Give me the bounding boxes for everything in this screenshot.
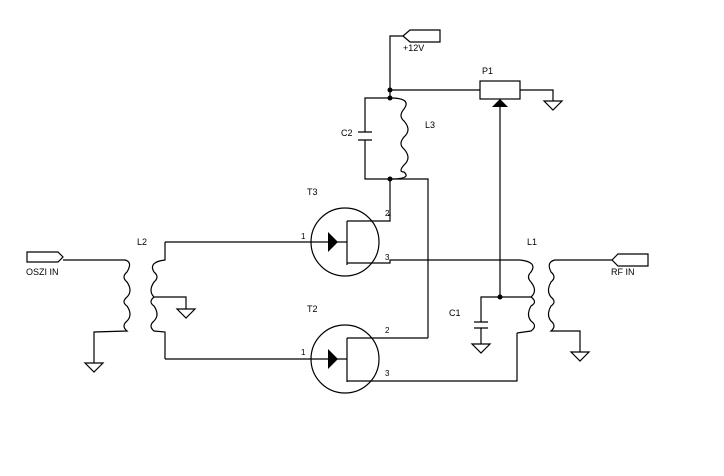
c2-label: C2 [341,128,353,138]
t3-pin-1: 1 [301,232,306,241]
t2-label: T2 [307,304,318,314]
t2-pin-3: 3 [385,369,390,378]
port-plus12v-label: +12V [403,43,424,53]
c1-label: C1 [449,308,461,318]
port-oszi-in [26,251,64,263]
transformer-l2: OSZI IN L2 [26,237,197,373]
ground-icon [83,362,105,373]
t3-label: T3 [307,187,318,197]
transistor-t3: T3 1 2 3 [165,187,520,277]
potentiometer-p1: P1 [479,66,564,297]
port-plus12v: +12V [389,29,441,86]
capacitor-c1 [474,321,488,329]
t2-pin-2: 2 [385,326,390,335]
ground-icon [175,308,197,319]
port-rf-in-label: RF IN [611,267,635,277]
t3-pin-3: 3 [385,253,390,262]
transformer-l1: L1 C1 RF IN [449,237,649,362]
transistor-t2: T2 1 2 3 [165,304,518,394]
capacitor-c2 [358,131,372,141]
wiper-arrow-icon [492,99,508,107]
p1-label: P1 [482,66,493,76]
ground-icon [470,343,492,354]
t3-pin-2: 2 [385,209,390,218]
port-rf-in [611,253,649,267]
l1-label: L1 [527,237,537,247]
port-oszi-in-label: OSZI IN [26,267,59,277]
inductor-l3: C2 L3 [341,97,435,338]
ground-icon [569,351,591,362]
ground-icon [542,100,564,111]
t2-pin-1: 1 [301,348,306,357]
wire-vcc-rail [387,86,480,101]
l2-label: L2 [137,237,147,247]
l3-label: L3 [425,120,435,130]
